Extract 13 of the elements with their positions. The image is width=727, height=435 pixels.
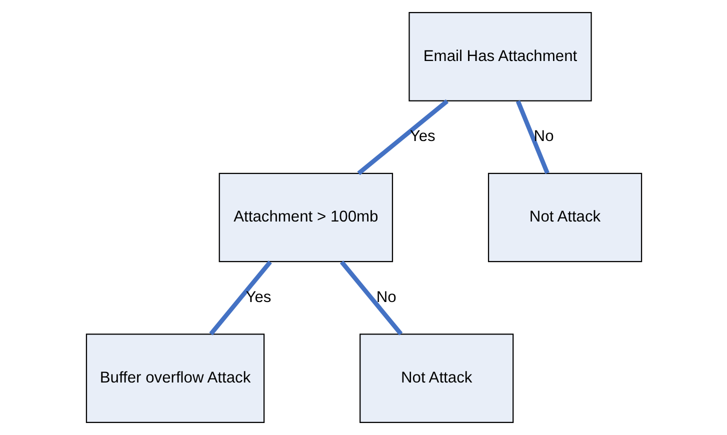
edge-label: Yes — [409, 128, 435, 146]
edge-label: Yes — [245, 289, 271, 306]
node-box: Email Has Attachment — [408, 12, 592, 102]
node-box: Not Attack — [359, 334, 514, 423]
node-box: Buffer overflow Attack — [85, 334, 264, 423]
connector — [515, 100, 549, 174]
node-box: Attachment > 100mb — [218, 172, 393, 262]
connector — [339, 260, 402, 336]
edge-label: No — [533, 128, 554, 146]
connector — [208, 260, 272, 336]
connector — [356, 99, 448, 176]
node-box: Not Attack — [487, 172, 642, 262]
edge-label: No — [376, 289, 396, 306]
